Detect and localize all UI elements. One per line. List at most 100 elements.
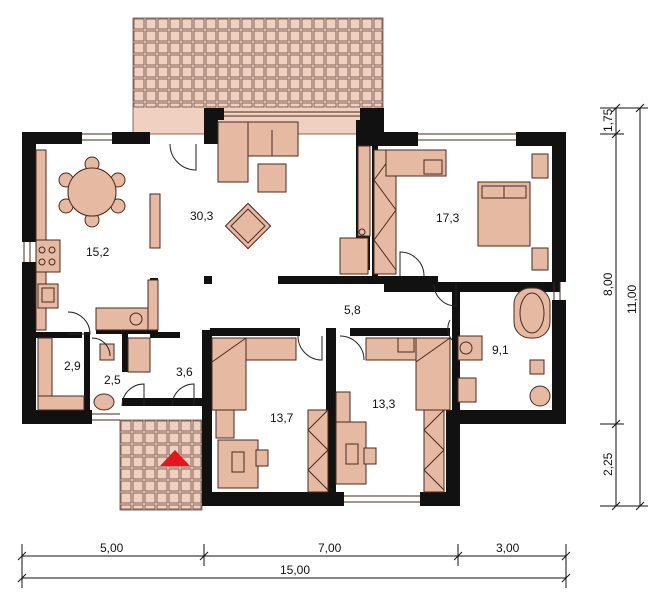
dim-bottom-right: 3,00 [496,541,520,555]
terrace-tile [313,78,325,90]
terrace-tile [156,468,168,480]
terrace-tile [217,66,229,78]
terrace-tile [144,492,156,504]
dining-table-icon [58,156,126,228]
terrace-tile [361,78,373,90]
dim-right-top: 1,75 [601,108,615,132]
terrace-tile [181,54,193,66]
walls [22,108,566,506]
terrace-tile [169,54,181,66]
terrace-tile [145,42,157,54]
terrace-tile [277,30,289,42]
terrace-tile [120,444,132,456]
terrace-tile [132,492,144,504]
terrace-tile [337,102,349,108]
terrace-tile [156,420,168,432]
bed-icon [477,153,549,271]
terrace-tile [120,468,132,480]
terrace-tile [180,480,192,492]
terrace-tile [325,42,337,54]
dim-right-middle: 8,00 [601,272,615,296]
terrace-tile [133,102,145,108]
terrace-tile [192,420,202,432]
terrace-tile [253,78,265,90]
terrace-tile [168,504,180,510]
terrace-tile [205,102,217,108]
terrace-tile [265,54,277,66]
sofa-icon [217,121,299,193]
terrace-tile [180,504,192,510]
terrace-tile [325,18,337,30]
terrace-tile [192,432,202,444]
dim-bottom-total: 15,00 [280,563,310,577]
terrace-tile [325,102,337,108]
terrace-tile [313,54,325,66]
room-area-dining: 15,2 [86,245,110,259]
terrace-tile [313,66,325,78]
terrace-tile [145,102,157,108]
terrace-tile [325,30,337,42]
terrace-tile [313,42,325,54]
terrace-tile [241,54,253,66]
terrace-tile [361,30,373,42]
terrace-tile [361,102,373,108]
terrace-tile [373,30,383,42]
terrace-tile [301,66,313,78]
entrance-arrow-icon [160,450,190,466]
shelf-icon [149,193,161,249]
terrace-tile [217,30,229,42]
terrace-tile [373,90,383,102]
terrace-tile [120,420,132,432]
bathtub-icon [513,287,551,339]
terrace-tile [325,66,337,78]
terrace-tile [289,30,301,42]
terrace-tile [253,30,265,42]
terrace-tile [301,78,313,90]
terrace-tile [265,18,277,30]
terrace-tile [180,420,192,432]
terrace-tile [337,90,349,102]
terrace-tile [181,18,193,30]
terrace-tile [337,78,349,90]
terrace-tile [229,90,241,102]
terrace-tile [337,66,349,78]
terrace-tile [157,54,169,66]
terrace-tile [144,420,156,432]
room-left-furniture [211,337,329,493]
terrace-tile [145,54,157,66]
terrace-tile [265,102,277,108]
terrace-tile [277,54,289,66]
terrace-tile [229,30,241,42]
terrace-tile [132,468,144,480]
terrace-tile [277,18,289,30]
terrace-tile [289,78,301,90]
terrace-tile [192,492,202,504]
terrace-tile [253,102,265,108]
terrace-tile [373,66,383,78]
terrace-tile [277,66,289,78]
room-area-right-room: 13,3 [372,397,396,411]
terrace-tile [133,18,145,30]
terrace-tile [373,102,383,108]
terrace-tile [241,78,253,90]
terrace-tile [193,90,205,102]
cabinet-icon [147,279,159,331]
terrace-tile [120,504,132,510]
terrace-tile [301,42,313,54]
dim-bottom-middle: 7,00 [318,541,342,555]
terrace-tile [349,102,361,108]
terrace-tile [289,90,301,102]
terrace-tile [157,78,169,90]
terrace-tile [133,42,145,54]
terrace-tile [169,30,181,42]
dimension-right: 1,75 8,00 2,25 11,00 [600,103,648,511]
terrace-tile [120,456,132,468]
terrace-tile [301,54,313,66]
terrace-tile [192,444,202,456]
terrace-tile [241,102,253,108]
terrace-tile [217,90,229,102]
terrace-tile [168,492,180,504]
terrace-tile [217,42,229,54]
terrace-tile [120,432,132,444]
terrace-tile [313,90,325,102]
